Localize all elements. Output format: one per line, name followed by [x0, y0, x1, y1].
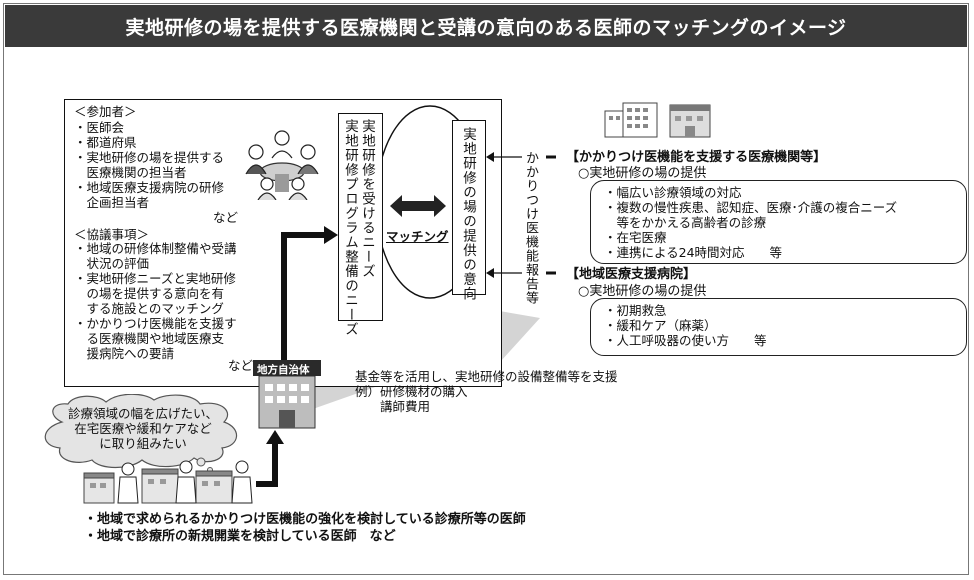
report-label: かかりつけ医機能報告等	[523, 151, 538, 305]
kakaritsuke-item: ・複数の慢性疾患、認知症、医療･介護の複合ニーズ	[604, 200, 898, 215]
report-arrows	[486, 152, 556, 278]
bottom-text: ・地域で求められるかかりつけ医機能の強化を検討している診療所等の医師 ・地域で診…	[84, 511, 526, 545]
topic-item: 状況の評価	[74, 256, 150, 271]
needs-line-1: 実地研修を受けるニーズ	[359, 119, 375, 279]
thought-cloud	[44, 394, 238, 473]
provide-text: 実地研修の場の提供の意向	[460, 127, 476, 301]
diagram-frame	[3, 3, 969, 575]
bottom-line: ・地域で求められるかかりつけ医機能の強化を検討している診療所等の医師	[84, 512, 526, 527]
regional-items-box	[590, 298, 967, 356]
hospital-building-icon	[604, 102, 658, 138]
regional-item: ・初期救急	[604, 303, 667, 318]
topic-item: の場を提供する意向を有	[74, 286, 225, 301]
topic-item: る医療機関や地域医療支	[74, 331, 225, 346]
matching-double-arrow	[390, 195, 446, 217]
topic-item: する施設とのマッチング	[74, 301, 224, 316]
kakaritsuke-items-box	[590, 180, 967, 264]
local-government-building-icon	[253, 360, 321, 429]
topic-item: ・実地研修ニーズと実地研修	[74, 271, 236, 286]
cloud-line: 在宅医療や緩和ケアなど	[74, 421, 212, 436]
topic-item: 援病院への要請	[74, 346, 175, 361]
participant-item: 医療機関の担当者	[74, 165, 187, 180]
regional-item: ・人工呼吸器の使い方 等	[604, 333, 767, 348]
fund-line: 基金等を活用し、実地研修の設備整備等を支援	[355, 369, 618, 384]
bottom-line: ・地域で診療所の新規開業を検討している医師 など	[84, 529, 396, 544]
regional-sub: ○実地研修の場の提供	[578, 284, 707, 299]
participant-item: ・医師会	[74, 120, 125, 135]
needs-line-2: 実地研修プログラム整備のニーズ	[342, 119, 358, 337]
gov-to-needs-arrow	[281, 226, 338, 365]
kakaritsuke-item: ・幅広い診療領域の対応	[604, 185, 742, 200]
participants-header: ＜参加者＞	[74, 104, 137, 119]
participants-list: ・医師会 ・都道府県 ・実地研修の場を提供する 医療機関の担当者 ・地域医療支援…	[74, 120, 224, 210]
needs-box	[338, 113, 383, 321]
kakaritsuke-item: ・連携による24時間対応 等	[604, 245, 783, 260]
kakaritsuke-heading: 【かかりつけ医機能を支援する医療機関等】	[566, 150, 827, 165]
kakaritsuke-sub: ○実地研修の場の提供	[578, 166, 707, 181]
regional-items: ・初期救急 ・緩和ケア（麻薬） ・人工呼吸器の使い方 等	[604, 303, 767, 348]
provide-box	[452, 120, 486, 295]
local-government-sign: 地方自治体	[257, 364, 310, 376]
fund-text: 基金等を活用し、実地研修の設備整備等を支援 例）研修機材の購入 講師費用	[355, 369, 618, 414]
cloud-line: に取り組みたい	[99, 436, 187, 451]
fund-line: 例）研修機材の購入	[355, 384, 468, 399]
doctors-clinics-icon	[83, 460, 253, 504]
topics-etc: など	[228, 358, 254, 373]
diagram-title: 実地研修の場を提供する医療機関と受講の意向のある医師のマッチングのイメージ	[5, 5, 967, 47]
kakaritsuke-item: ・在宅医療	[604, 230, 667, 245]
matching-label: マッチング	[386, 229, 449, 244]
cloud-text: 診療領域の幅を広げたい、 在宅医療や緩和ケアなど に取り組みたい	[58, 406, 228, 451]
topics-header: ＜協議事項＞	[74, 227, 150, 242]
participant-item: ・地域医療支援病院の研修	[74, 180, 225, 195]
clinic-building-icon	[669, 104, 711, 138]
topic-item: ・地域の研修体制整備や受講	[74, 241, 237, 256]
participant-item: ・実地研修の場を提供する	[74, 150, 225, 165]
regional-item: ・緩和ケア（麻薬）	[604, 318, 717, 333]
kakaritsuke-items: ・幅広い診療領域の対応 ・複数の慢性疾患、認知症、医療･介護の複合ニーズ 等をか…	[604, 185, 897, 260]
fund-line: 講師費用	[355, 399, 431, 414]
participant-item: ・都道府県	[74, 135, 137, 150]
topic-item: ・かかりつけ医機能を支援す	[74, 316, 237, 331]
cloud-line: 診療領域の幅を広げたい、	[67, 406, 218, 421]
participant-item: 企画担当者	[74, 195, 150, 210]
topics-list: ・地域の研修体制整備や受講 状況の評価 ・実地研修ニーズと実地研修 の場を提供す…	[74, 241, 237, 361]
kakaritsuke-item: 等をかかえる高齢者の診療	[604, 215, 767, 230]
participants-etc: など	[213, 210, 239, 225]
regional-heading: 【地域医療支援病院】	[566, 267, 697, 282]
doctors-to-gov-arrow	[256, 430, 284, 487]
meeting-people-icon	[245, 130, 319, 200]
